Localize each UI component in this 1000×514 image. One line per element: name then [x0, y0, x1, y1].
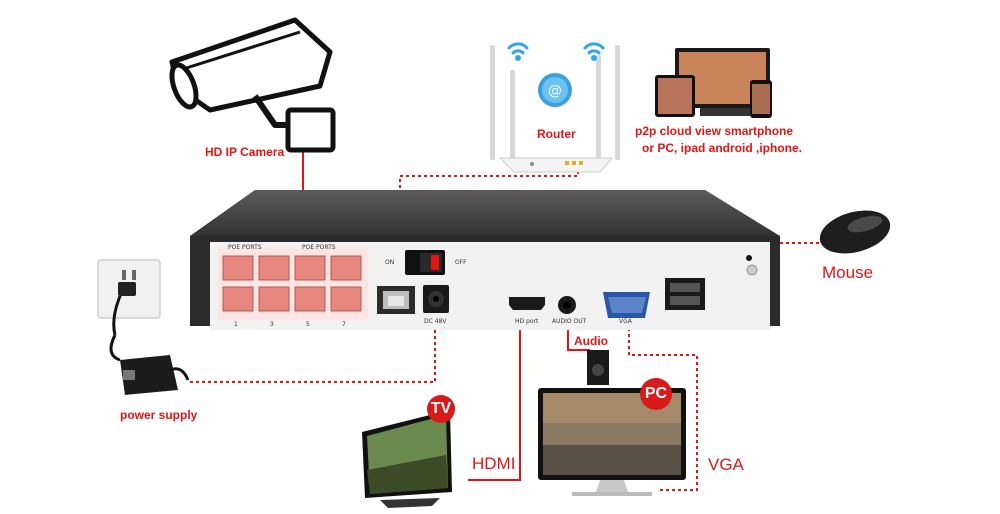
vga-line — [628, 316, 698, 491]
poe-port-5[interactable] — [222, 286, 254, 312]
lan-port[interactable] — [377, 286, 415, 314]
poe-port-3[interactable] — [294, 255, 326, 281]
mouse-icon — [819, 210, 891, 254]
switch-on-label: ON — [385, 259, 395, 266]
audio-out-label: AUDIO OUT — [552, 318, 587, 325]
hdmi-line — [468, 330, 521, 481]
poe-port-8[interactable] — [330, 286, 362, 312]
port-number: 7 — [342, 321, 346, 328]
hdmi-port[interactable] — [509, 297, 545, 310]
usb-ports[interactable] — [665, 278, 705, 310]
poe-port-6[interactable] — [258, 286, 290, 312]
tv-icon — [362, 410, 452, 508]
vga-label: VGA — [708, 455, 744, 474]
tv-badge: TV — [427, 395, 455, 423]
camera-label: HD IP Camera — [205, 145, 285, 159]
mouse-label: Mouse — [822, 263, 874, 282]
poe-port-1[interactable] — [222, 255, 254, 281]
status-led — [746, 255, 752, 261]
vga-port[interactable] — [603, 292, 650, 318]
power-label: power supply — [120, 408, 198, 422]
poe-header-2: POE PORTS — [302, 244, 336, 251]
poe-ports — [218, 248, 368, 320]
power-switch[interactable] — [405, 250, 445, 275]
power-socket-icon — [97, 259, 161, 336]
switch-off-label: OFF — [455, 259, 467, 266]
audio-label: Audio — [574, 334, 608, 348]
poe-header-1: POE PORTS — [228, 244, 262, 251]
power-line — [190, 316, 436, 383]
power-adapter-icon — [109, 334, 190, 395]
port-number: 3 — [270, 321, 274, 328]
hdmi-label: HDMI — [472, 454, 516, 473]
devices-icon — [655, 48, 772, 118]
dc-label: DC 48V — [424, 318, 447, 325]
port-number: 5 — [306, 321, 310, 328]
p2p-label: p2p cloud view smartphone — [635, 124, 794, 138]
router-icon: @ — [490, 45, 620, 173]
audio-port[interactable] — [558, 296, 576, 314]
router-label: Router — [537, 127, 576, 141]
poe-port-4[interactable] — [330, 255, 362, 281]
svg-text:@: @ — [548, 83, 562, 99]
wifi-icon — [507, 42, 605, 61]
p2p-label-line2: or PC, ipad android ,iphone. — [642, 141, 803, 155]
speaker-icon — [587, 350, 609, 385]
camera-icon — [169, 17, 336, 153]
vga-port-label: VGA — [619, 318, 632, 325]
hdmi-port-label: HD port — [515, 318, 539, 325]
poe-port-7[interactable] — [294, 286, 326, 312]
poe-port-2[interactable] — [258, 255, 290, 281]
dc-jack[interactable] — [423, 285, 449, 313]
port-number: 1 — [234, 321, 238, 328]
ground-screw — [746, 264, 758, 276]
pc-badge: PC — [640, 378, 672, 410]
